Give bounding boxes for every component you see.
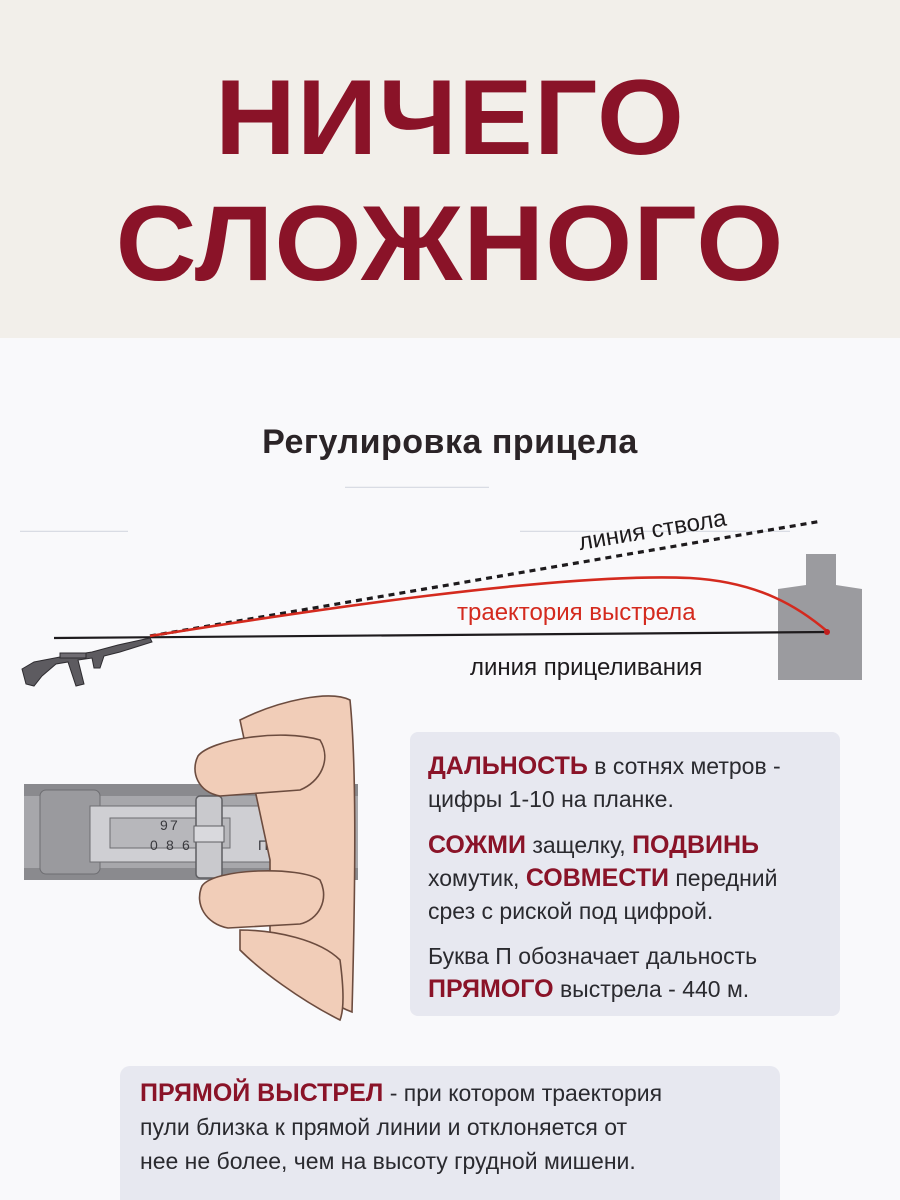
impact-point [824,629,830,635]
direct-shot-definition: ПРЯМОЙ ВЫСТРЕЛ - при котором траектория … [140,1079,663,1174]
trajectory-diagram: линия ствола траектория выстрела линия п… [21,505,862,687]
scale-digit: 6 [182,837,190,853]
direct-keyword: ПРЯМОГО [428,975,554,1003]
target-silhouette [778,554,862,680]
aiming-line [53,630,829,640]
hand-illustration [194,695,356,1022]
barrel-line [149,519,823,638]
headline-line-2: СЛОЖНОГО [115,184,785,303]
show-through-text: ———————— [345,476,489,496]
move-keyword: ПОДВИНЬ [632,831,760,859]
title-banner [0,0,900,338]
aiming-line-label: линия прицеливания [470,654,702,681]
direct-range-paragraph: Буква П обозначает дальность ПРЯМОГО выс… [428,943,758,1003]
squeeze-keyword: СОЖМИ [428,831,526,859]
headline-line-1: НИЧЕГО [215,58,685,177]
range-keyword: ДАЛЬНОСТЬ [428,752,588,780]
section-title: Регулировка прицела [262,423,638,461]
scale-digit: 7 [170,817,178,833]
scale-digit: 9 [160,817,168,833]
scale-digit: 0 [150,837,158,853]
show-through-text: ——————————————— [520,520,790,540]
align-keyword: СОВМЕСТИ [525,864,669,892]
adjust-paragraph: СОЖМИ защелку, ПОДВИНЬ хомутик, СОВМЕСТИ… [428,831,778,924]
rifle-icon [21,637,153,687]
scale-digit: П [258,837,268,853]
sight-adjustment-illustration: 9 7 0 8 6 П [24,695,358,1022]
show-through-text: —————— [20,520,128,540]
direct-shot-keyword: ПРЯМОЙ ВЫСТРЕЛ [140,1079,384,1107]
trajectory-line [149,576,829,638]
range-paragraph: ДАЛЬНОСТЬ в сотнях метров - цифры 1-10 н… [428,752,781,812]
definition-panel [120,1066,780,1200]
trajectory-label: траектория выстрела [457,599,696,626]
barrel-line-label: линия ствола [577,505,729,556]
scale-digit: 8 [166,837,174,853]
range-scale: 9 7 0 8 6 П [150,817,268,853]
instructions-panel [410,732,840,1016]
